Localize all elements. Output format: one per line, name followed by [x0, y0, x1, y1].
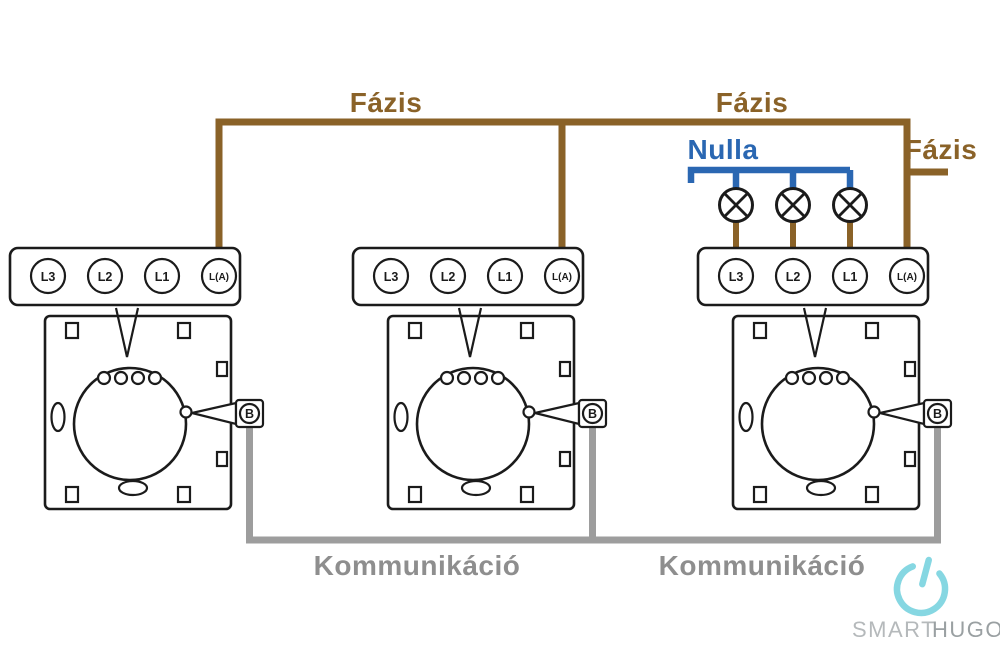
comm-wire-right	[589, 425, 941, 544]
switch-body	[731, 307, 921, 511]
logo-text-hugo: HUGO	[932, 617, 1000, 642]
side-slot	[50, 401, 66, 433]
b-terminal: B	[534, 398, 608, 429]
bottom-slot	[805, 479, 837, 497]
svg-text:B: B	[245, 407, 254, 421]
svg-text:L2: L2	[98, 270, 113, 284]
svg-text:L2: L2	[441, 270, 456, 284]
terminal-l2: L2	[774, 257, 812, 295]
side-slot	[738, 401, 754, 433]
screw-point	[522, 405, 536, 419]
svg-text:L(A): L(A)	[897, 272, 917, 283]
phase-wire	[215, 118, 948, 260]
svg-text:L3: L3	[41, 270, 56, 284]
neutral-label: Nulla	[688, 134, 759, 165]
terminal-l2: L2	[86, 257, 124, 295]
terminal-l2: L2	[429, 257, 467, 295]
svg-text:B: B	[933, 407, 942, 421]
terminal-block: L3 L2 L1 L(A)	[696, 246, 930, 307]
comm-label-right: Kommunikáció	[659, 550, 866, 581]
wire-labels: Fázis Fázis Fázis Nulla Kommunikáció Kom…	[314, 87, 978, 581]
svg-text:L(A): L(A)	[552, 272, 572, 283]
wire-entry-notch	[457, 307, 483, 358]
phase-label-feed: Fázis	[905, 134, 978, 165]
lamp-icon	[775, 187, 811, 223]
wire-entry-notch	[114, 307, 140, 358]
b-terminal: B	[879, 398, 953, 429]
switch-mechanism	[760, 366, 876, 482]
svg-text:L1: L1	[498, 270, 513, 284]
switch-mechanism	[415, 366, 531, 482]
terminal-l1: L1	[486, 257, 524, 295]
switch-unit-1: L3 L2 L1 L(A)	[8, 246, 265, 511]
power-icon	[893, 556, 949, 617]
screw-point	[179, 405, 193, 419]
side-slot	[393, 401, 409, 433]
phase-label-left: Fázis	[350, 87, 423, 118]
comm-label-left: Kommunikáció	[314, 550, 521, 581]
terminal-block: L3 L2 L1 L(A)	[351, 246, 585, 307]
neutral-wire	[687, 166, 854, 192]
lamps	[718, 187, 868, 223]
bottom-slot	[460, 479, 492, 497]
svg-text:L3: L3	[729, 270, 744, 284]
svg-text:L1: L1	[155, 270, 170, 284]
terminal-l3: L3	[717, 257, 755, 295]
terminal-l3: L3	[29, 257, 67, 295]
switch-mechanism	[72, 366, 188, 482]
screw-point	[867, 405, 881, 419]
wire-entry-notch	[802, 307, 828, 358]
svg-text:L2: L2	[786, 270, 801, 284]
terminal-la: L(A)	[888, 257, 926, 295]
terminal-block: L3 L2 L1 L(A)	[8, 246, 242, 307]
terminal-l1: L1	[143, 257, 181, 295]
lamp-icon	[718, 187, 754, 223]
svg-text:L3: L3	[384, 270, 399, 284]
terminal-la: L(A)	[543, 257, 581, 295]
logo-text-smart: SMART	[852, 617, 936, 642]
terminal-l1: L1	[831, 257, 869, 295]
bottom-slot	[117, 479, 149, 497]
svg-text:L(A): L(A)	[209, 272, 229, 283]
switch-unit-3: L3 L2 L1 L(A)	[696, 246, 953, 511]
terminal-l3: L3	[372, 257, 410, 295]
switch-unit-2: L3 L2 L1 L(A)	[351, 246, 608, 511]
switch-body	[43, 307, 233, 511]
logo: SMART HUGO	[852, 556, 1000, 642]
svg-text:B: B	[588, 407, 597, 421]
terminal-la: L(A)	[200, 257, 238, 295]
lamp-icon	[832, 187, 868, 223]
phase-label-right: Fázis	[716, 87, 789, 118]
svg-text:L1: L1	[843, 270, 858, 284]
switch-body	[386, 307, 576, 511]
b-terminal: B	[191, 398, 265, 429]
